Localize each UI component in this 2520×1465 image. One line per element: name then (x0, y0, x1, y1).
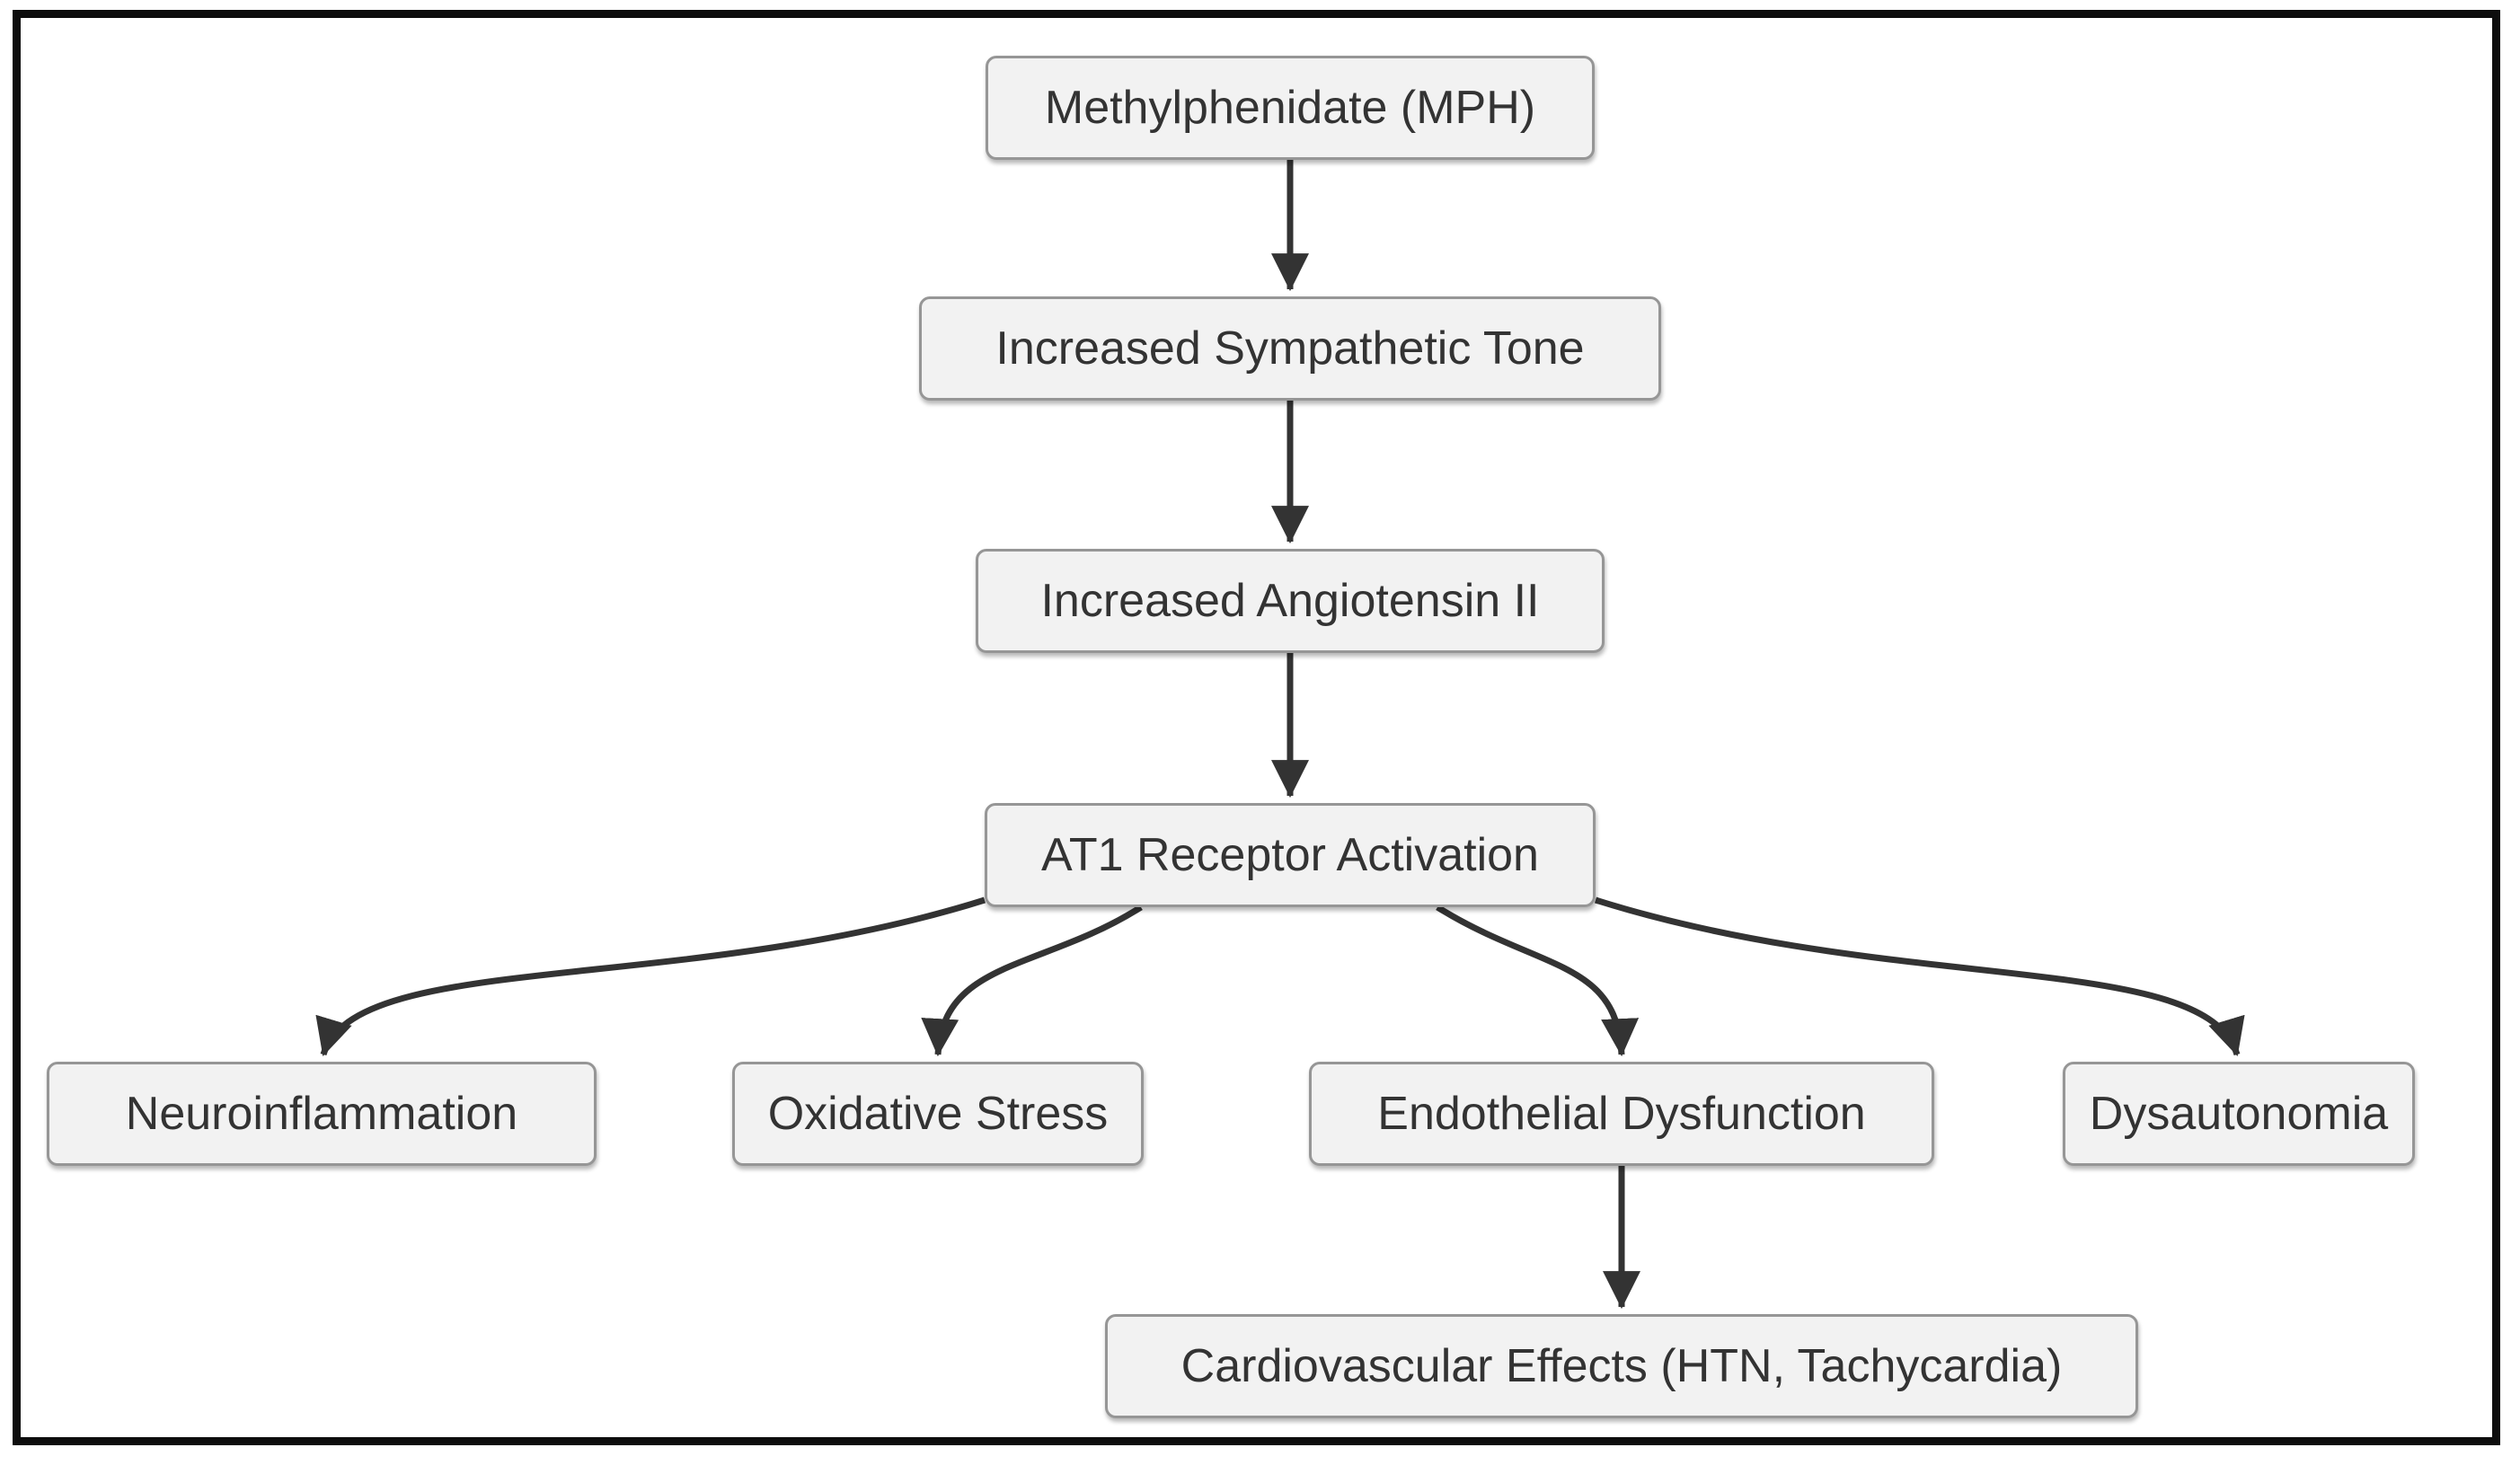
node-endothelial-dysfunction: Endothelial Dysfunction (1309, 1062, 1934, 1166)
node-increased-angiotensin-ii: Increased Angiotensin II (976, 549, 1605, 653)
node-label: Oxidative Stress (767, 1088, 1109, 1140)
node-dysautonomia: Dysautonomia (2063, 1062, 2415, 1166)
node-label: Increased Sympathetic Tone (995, 322, 1585, 375)
node-at1-receptor-activation: AT1 Receptor Activation (985, 803, 1596, 907)
node-methylphenidate: Methylphenidate (MPH) (986, 56, 1595, 160)
node-cardiovascular-effects: Cardiovascular Effects (HTN, Tachycardia… (1105, 1314, 2138, 1418)
edge-at1-dysautonomia (1594, 896, 2245, 1057)
node-label: Endothelial Dysfunction (1377, 1088, 1866, 1140)
node-label: Cardiovascular Effects (HTN, Tachycardia… (1180, 1340, 2063, 1392)
edge-at1-endothelial (1436, 905, 1640, 1057)
node-label: Methylphenidate (MPH) (1044, 82, 1536, 134)
node-increased-sympathetic-tone: Increased Sympathetic Tone (919, 296, 1661, 401)
node-label: Dysautonomia (2089, 1088, 2389, 1140)
node-label: AT1 Receptor Activation (1041, 829, 1539, 881)
node-label: Neuroinflammation (125, 1088, 518, 1140)
node-neuroinflammation: Neuroinflammation (47, 1062, 597, 1166)
node-oxidative-stress: Oxidative Stress (732, 1062, 1144, 1166)
edge-at1-oxidative (921, 905, 1143, 1057)
edge-at1-neuro (315, 896, 986, 1057)
node-label: Increased Angiotensin II (1040, 575, 1540, 627)
